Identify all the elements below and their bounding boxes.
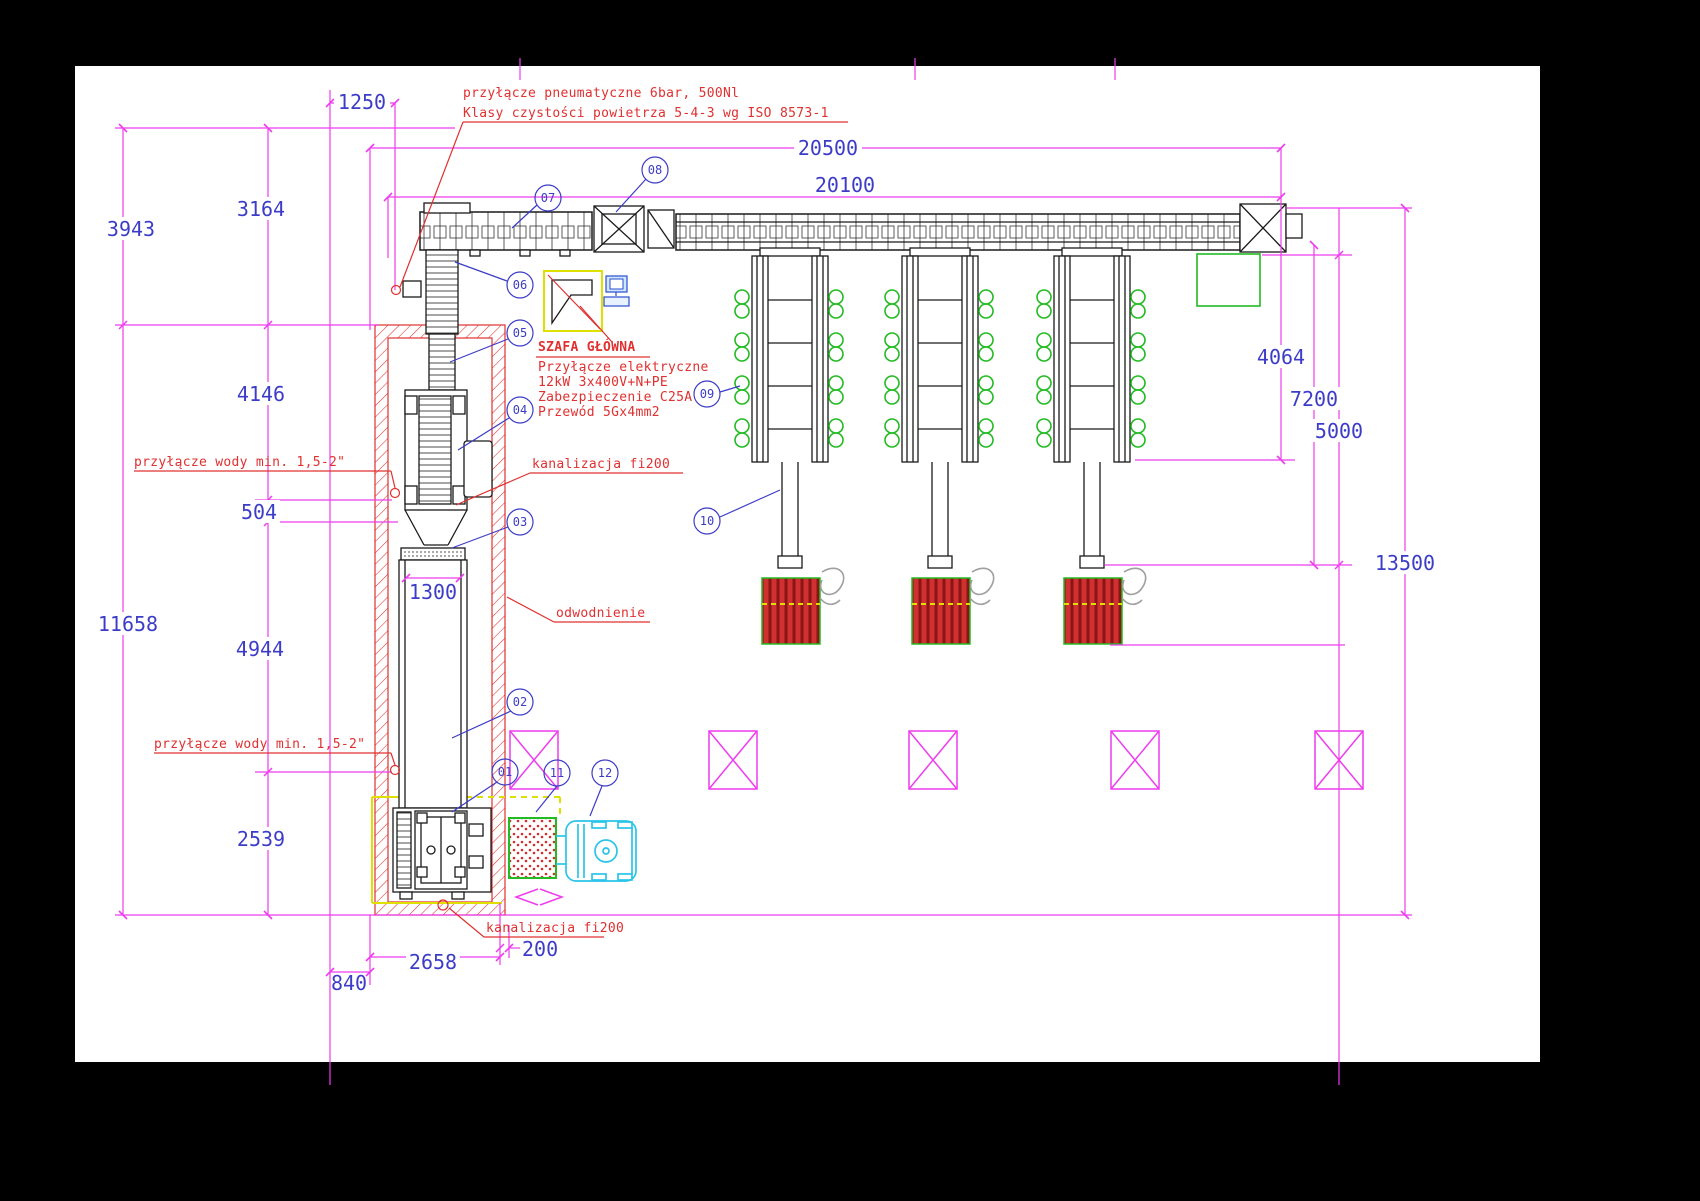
balloon-05: 05 [449,319,534,363]
dim-200: 200 [522,937,558,961]
balloon-08: 08 [615,156,669,213]
balloon-callouts: 01 02 03 04 05 06 07 [449,156,781,817]
note-water-lower: przyłącze wody min. 1,5-2" [154,737,365,752]
note-cabinet-3: Zabezpieczenie C25A [538,390,692,405]
balloon-04: 04 [457,396,534,451]
machine-03 [400,547,466,561]
machine-01 [392,807,492,900]
note-drainage: odwodnienie [556,606,645,621]
side-cabinet [463,440,493,498]
forklift [556,820,637,882]
dim-4064: 4064 [1257,345,1305,369]
green-area-marker [1196,253,1261,307]
computer-icon [603,275,630,307]
balloon-09-label: 09 [700,387,714,401]
steering-wheel [594,839,618,863]
dim-3164: 3164 [237,197,285,221]
balloon-07-label: 07 [541,191,555,205]
balloon-10-label: 10 [700,514,714,528]
flow-arrows [513,888,565,906]
red-annotations: przyłącze pneumatyczne 6bar, 500Nl Klasy… [134,86,848,938]
balloon-11: 11 [535,759,571,813]
dim-1250: 1250 [338,90,386,114]
dim-13500: 13500 [1375,551,1435,575]
main-cabinet [543,270,603,332]
pneumatic-connection-point [390,284,402,296]
balloon-06: 06 [454,261,534,299]
water-connection-point-lower [389,764,401,776]
dim-4944: 4944 [236,637,284,661]
dim-3943: 3943 [107,217,155,241]
ladder-conveyor [425,249,459,335]
dim-20100: 20100 [815,173,875,197]
dim-4146: 4146 [237,382,285,406]
balloon-03: 03 [451,508,534,549]
balloon-07: 07 [511,184,562,229]
turntable-08 [593,205,645,253]
dim-504: 504 [241,500,277,524]
dim-2658: 2658 [409,950,457,974]
note-cabinet-title: SZAFA GŁÓWNA [538,339,636,355]
balloon-06-label: 06 [513,278,527,292]
note-cabinet-2: 12kW 3x400V+N+PE [538,375,668,390]
balloon-10: 10 [693,489,781,535]
dim-840: 840 [331,971,367,995]
balloon-04-label: 04 [513,403,527,417]
balloon-09: 09 [693,380,741,408]
balloon-02: 02 [451,688,534,739]
dim-2539: 2539 [237,827,285,851]
note-sewer-lower: kanalizacja fi200 [486,921,624,936]
machine-02-shaft [398,559,468,809]
balloon-05-label: 05 [513,326,527,340]
note-pneumatic-2: Klasy czystości powietrza 5-4-3 wg ISO 8… [463,106,829,121]
water-connection-point-upper [389,487,401,499]
dim-5000: 5000 [1315,419,1363,443]
balloon-12: 12 [589,759,619,817]
top-conveyor [419,202,1303,257]
machine-column [392,249,493,900]
loading-pallet [508,817,557,879]
dim-1300: 1300 [409,580,457,604]
machine-04 [404,389,468,511]
gantry-07 [419,211,593,251]
balloon-03-label: 03 [513,515,527,529]
note-cabinet-1: Przyłącze elektryczne [538,360,709,375]
balloon-02-label: 02 [513,695,527,709]
dim-11658: 11658 [98,612,158,636]
balloon-01: 01 [451,758,519,813]
note-pneumatic-1: przyłącze pneumatyczne 6bar, 500Nl [463,86,739,101]
balloon-12-label: 12 [598,766,612,780]
note-cabinet-4: Przewód 5Gx4mm2 [538,405,660,420]
dim-7200: 7200 [1290,387,1338,411]
conveyor-rail [675,213,1241,251]
dimension-texts: 1250 20500 20100 3943 11658 3164 4146 50… [95,90,1439,995]
sewer-drain-point [437,899,449,911]
note-sewer-upper: kanalizacja fi200 [532,457,670,472]
conveyor-end-unit [1239,203,1303,253]
balloon-08-label: 08 [648,163,662,177]
balloon-11-label: 11 [550,766,564,780]
note-water-upper: przyłącze wody min. 1,5-2" [134,455,345,470]
balloon-01-label: 01 [498,765,512,779]
dim-20500: 20500 [798,136,858,160]
